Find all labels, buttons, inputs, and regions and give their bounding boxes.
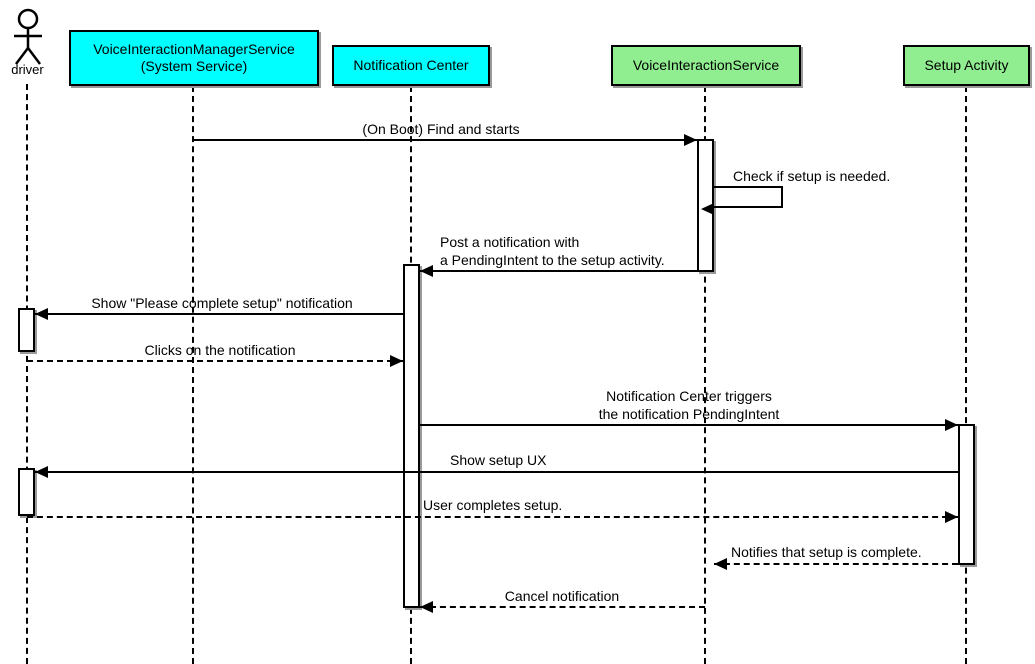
- activation-bar-driver: [18, 308, 35, 352]
- arrowhead-m8: [945, 511, 958, 523]
- arrowhead-m1: [684, 134, 697, 146]
- participant-voice_interaction_service[interactable]: VoiceInteractionService: [611, 45, 801, 86]
- participant-label: VoiceInteractionService: [632, 57, 780, 74]
- self-message-m2: [714, 186, 783, 208]
- message-label-m3: Post a notification with a PendingIntent…: [440, 234, 665, 268]
- message-label-m10: Cancel notification: [504, 588, 620, 604]
- message-label-m4: Show "Please complete setup" notificatio…: [91, 295, 353, 311]
- activation-bar-setup_activity: [958, 424, 975, 565]
- arrowhead-m5: [390, 355, 403, 367]
- arrowhead-m2: [701, 203, 714, 215]
- message-line-m5: [27, 360, 403, 362]
- participant-label: VoiceInteractionManagerService (System S…: [93, 41, 295, 74]
- lifeline-voice_interaction_service: [704, 86, 706, 664]
- message-line-m1: [193, 139, 697, 141]
- activation-bar-notification_center: [403, 264, 420, 608]
- message-line-m7: [35, 471, 958, 473]
- participant-notification_center[interactable]: Notification Center: [332, 45, 490, 86]
- arrowhead-m9: [714, 558, 727, 570]
- arrowhead-m3: [420, 265, 433, 277]
- message-label-m6: Notification Center triggers the notific…: [598, 388, 780, 422]
- activation-bar-driver: [18, 468, 35, 516]
- participant-label: Notification Center: [353, 57, 469, 74]
- message-label-m1: (On Boot) Find and starts: [362, 121, 520, 137]
- arrowhead-m7: [35, 466, 48, 478]
- arrowhead-m6: [945, 419, 958, 431]
- message-line-m9: [714, 563, 958, 565]
- lifeline-setup_activity: [965, 86, 967, 664]
- participant-label: Setup Activity: [924, 57, 1009, 74]
- lifeline-vims: [192, 86, 194, 664]
- message-line-m10: [420, 606, 705, 608]
- actor-driver-label: driver: [11, 62, 44, 77]
- message-label-m5: Clicks on the notification: [144, 342, 296, 358]
- message-label-m9: Notifies that setup is complete.: [731, 544, 922, 560]
- message-label-m8: User completes setup.: [423, 497, 563, 513]
- message-line-m6: [420, 424, 958, 426]
- message-line-m3: [420, 270, 697, 272]
- actor-driver-icon: [14, 8, 42, 65]
- participant-setup_activity[interactable]: Setup Activity: [903, 45, 1030, 86]
- participant-vims[interactable]: VoiceInteractionManagerService (System S…: [69, 30, 319, 86]
- lifeline-driver: [26, 84, 28, 664]
- arrowhead-m10: [420, 601, 433, 613]
- message-line-m4: [35, 313, 403, 315]
- arrowhead-m4: [35, 308, 48, 320]
- message-label-m7: Show setup UX: [450, 452, 547, 468]
- message-line-m8: [27, 516, 958, 518]
- message-label-m2: Check if setup is needed.: [733, 168, 891, 184]
